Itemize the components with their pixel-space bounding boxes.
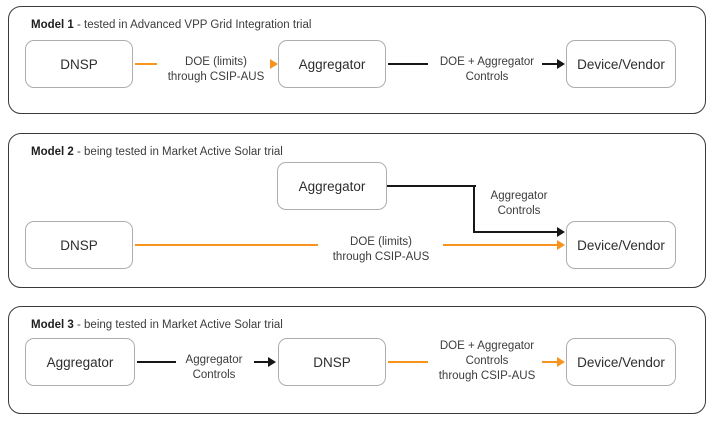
edge-aggregator-to-dnsp-stub (137, 361, 176, 364)
arrow-head-orange-to-device-model-2 (557, 240, 565, 250)
model-1-subtitle: - tested in Advanced VPP Grid Integratio… (73, 19, 312, 31)
node-dnsp-model-1[interactable]: DNSP (25, 40, 133, 88)
edge-label-line-2: through CSIP-AUS (332, 251, 430, 263)
edge-label-line-1: Aggregator (185, 354, 243, 366)
node-aggregator-model-2[interactable]: Aggregator (277, 162, 387, 210)
edge-dnsp-to-device-stub-model-3 (388, 361, 428, 364)
arrow-head-orange-to-device-model-3 (557, 357, 565, 367)
edge-aggregator-to-device-stub (388, 63, 428, 66)
model-3-title: Model 3 - being tested in Market Active … (31, 318, 283, 332)
edge-label-aggregator-to-dnsp: Aggregator Controls (172, 353, 256, 383)
node-device-vendor-model-3[interactable]: Device/Vendor (566, 338, 676, 386)
edge-label-line-1: Aggregator (490, 190, 548, 202)
node-aggregator-model-1[interactable]: Aggregator (278, 40, 386, 88)
edge-label-line-2: Controls (497, 205, 541, 217)
model-1-name: Model 1 (31, 19, 74, 31)
edge-aggregator-to-dnsp-line (254, 361, 269, 364)
arrow-head-black-to-device-model-2 (557, 227, 565, 237)
arrow-head-black-to-device (557, 59, 565, 69)
model-3-name: Model 3 (31, 319, 74, 331)
model-2-name: Model 2 (31, 146, 74, 158)
edge-label-aggregator-to-device-model-2: Aggregator Controls (478, 189, 560, 219)
edge-aggregator-to-device-seg-v (473, 185, 476, 233)
edge-label-line-2: through CSIP-AUS (167, 71, 265, 83)
node-label: Aggregator (298, 178, 366, 194)
node-label: Device/Vendor (577, 56, 665, 72)
edge-aggregator-to-device-seg-h1 (387, 185, 476, 188)
node-device-vendor-model-1[interactable]: Device/Vendor (566, 40, 676, 88)
edge-dnsp-to-device-seg-1 (135, 244, 318, 247)
model-1-panel: Model 1 - tested in Advanced VPP Grid In… (8, 6, 706, 114)
node-label: DNSP (313, 354, 351, 370)
node-dnsp-model-2[interactable]: DNSP (25, 221, 133, 269)
node-label: Device/Vendor (577, 237, 665, 253)
edge-label-line-2: Controls (465, 355, 509, 367)
edge-label-aggregator-to-device: DOE + Aggregator Controls (427, 55, 547, 85)
edge-label-dnsp-to-aggregator: DOE (limits) through CSIP-AUS (153, 55, 279, 85)
edge-label-dnsp-to-device-model-3: DOE + Aggregator Controls through CSIP-A… (427, 339, 547, 384)
edge-aggregator-to-device-seg-h2 (473, 231, 558, 234)
node-label: DNSP (60, 56, 98, 72)
edge-dnsp-to-device-seg-2 (443, 244, 558, 247)
edge-label-line-3: through CSIP-AUS (438, 370, 536, 382)
edge-aggregator-to-device-line (542, 63, 558, 66)
node-dnsp-model-3[interactable]: DNSP (278, 338, 386, 386)
node-label: Aggregator (46, 354, 114, 370)
edge-label-line-2: Controls (192, 369, 236, 381)
model-3-panel: Model 3 - being tested in Market Active … (8, 306, 706, 414)
model-2-title: Model 2 - being tested in Market Active … (31, 145, 283, 159)
arrow-head-black-to-dnsp (268, 357, 276, 367)
edge-dnsp-to-aggregator-stub (135, 63, 157, 66)
node-device-vendor-model-2[interactable]: Device/Vendor (566, 221, 676, 269)
node-label: Device/Vendor (577, 354, 665, 370)
edge-label-line-1: DOE + Aggregator (439, 56, 535, 68)
node-label: DNSP (60, 237, 98, 253)
model-2-panel: Model 2 - being tested in Market Active … (8, 133, 706, 288)
node-label: Aggregator (298, 56, 366, 72)
edge-label-line-2: Controls (465, 71, 509, 83)
arrow-head-orange-to-aggregator (270, 59, 278, 69)
edge-label-line-1: DOE (limits) (350, 236, 412, 248)
edge-label-line-1: DOE + Aggregator (439, 340, 535, 352)
edge-label-line-1: DOE (limits) (185, 56, 247, 68)
node-aggregator-model-3[interactable]: Aggregator (25, 338, 135, 386)
model-3-subtitle: - being tested in Market Active Solar tr… (73, 319, 283, 331)
model-1-title: Model 1 - tested in Advanced VPP Grid In… (31, 18, 311, 32)
edge-dnsp-to-device-line-model-3 (542, 361, 558, 364)
edge-label-dnsp-to-device-model-2: DOE (limits) through CSIP-AUS (321, 235, 441, 265)
model-2-subtitle: - being tested in Market Active Solar tr… (73, 146, 283, 158)
